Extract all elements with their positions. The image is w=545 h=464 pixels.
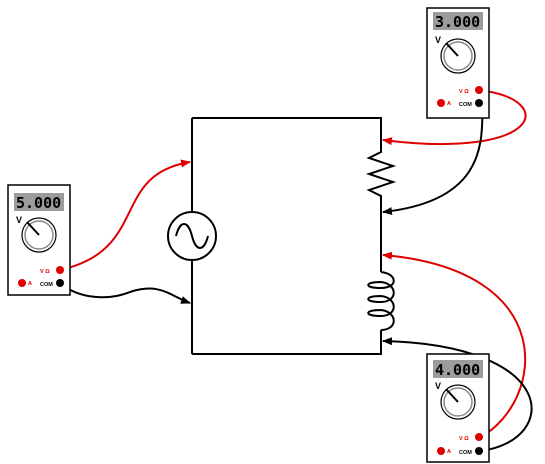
inductor-meter-red-lead — [382, 251, 527, 438]
svg-text:V: V — [16, 215, 22, 225]
resistor-meter-red-lead — [382, 89, 527, 146]
inductor-meter-black-lead — [382, 337, 533, 452]
dial-pointer — [445, 388, 459, 403]
a-jack[interactable] — [437, 447, 445, 455]
meter-display — [433, 12, 483, 30]
ac-sine-source-icon — [167, 211, 217, 261]
v-ohm-jack-label: V Ω — [459, 436, 469, 442]
multimeter-resistor: 3.000 V V Ω A COM — [426, 7, 490, 119]
a-jack-label: A — [447, 449, 451, 455]
com-jack[interactable] — [475, 99, 483, 107]
com-jack-label: COM — [459, 450, 472, 456]
meter-reading: 3.000 — [435, 13, 480, 31]
dial-pointer — [445, 42, 459, 57]
circuit — [191, 117, 382, 355]
v-ohm-jack[interactable] — [475, 433, 483, 441]
a-jack-label: A — [447, 101, 451, 107]
com-jack-label: COM — [40, 282, 53, 288]
a-jack[interactable] — [18, 279, 26, 287]
wire-top — [192, 117, 382, 146]
source-meter-red-lead — [59, 159, 191, 271]
meter-display — [14, 193, 64, 211]
v-ohm-jack-label: V Ω — [459, 89, 469, 95]
source-meter-black-lead — [59, 282, 191, 304]
a-jack-label: A — [28, 281, 32, 287]
v-ohm-jack[interactable] — [475, 86, 483, 94]
multimeter-inductor: 4.000 V V Ω A COM — [426, 353, 490, 463]
v-ohm-jack-label: V Ω — [40, 269, 50, 275]
meter-display — [433, 360, 483, 378]
inductor-coil-icon — [367, 271, 395, 331]
meter-reading: 5.000 — [16, 194, 61, 212]
resistor-zigzag-icon — [365, 146, 397, 198]
svg-text:V: V — [435, 381, 441, 391]
com-jack-label: COM — [459, 102, 472, 108]
resistor-meter-black-lead — [382, 102, 484, 216]
dial-pointer — [26, 221, 40, 236]
svg-text:V: V — [435, 35, 441, 45]
a-jack[interactable] — [437, 99, 445, 107]
multimeter-source: 5.000 V V Ω A COM — [7, 184, 71, 296]
wire-bottom — [192, 330, 382, 355]
com-jack[interactable] — [56, 279, 64, 287]
meter-reading: 4.000 — [435, 361, 480, 379]
com-jack[interactable] — [475, 447, 483, 455]
v-ohm-jack[interactable] — [56, 266, 64, 274]
